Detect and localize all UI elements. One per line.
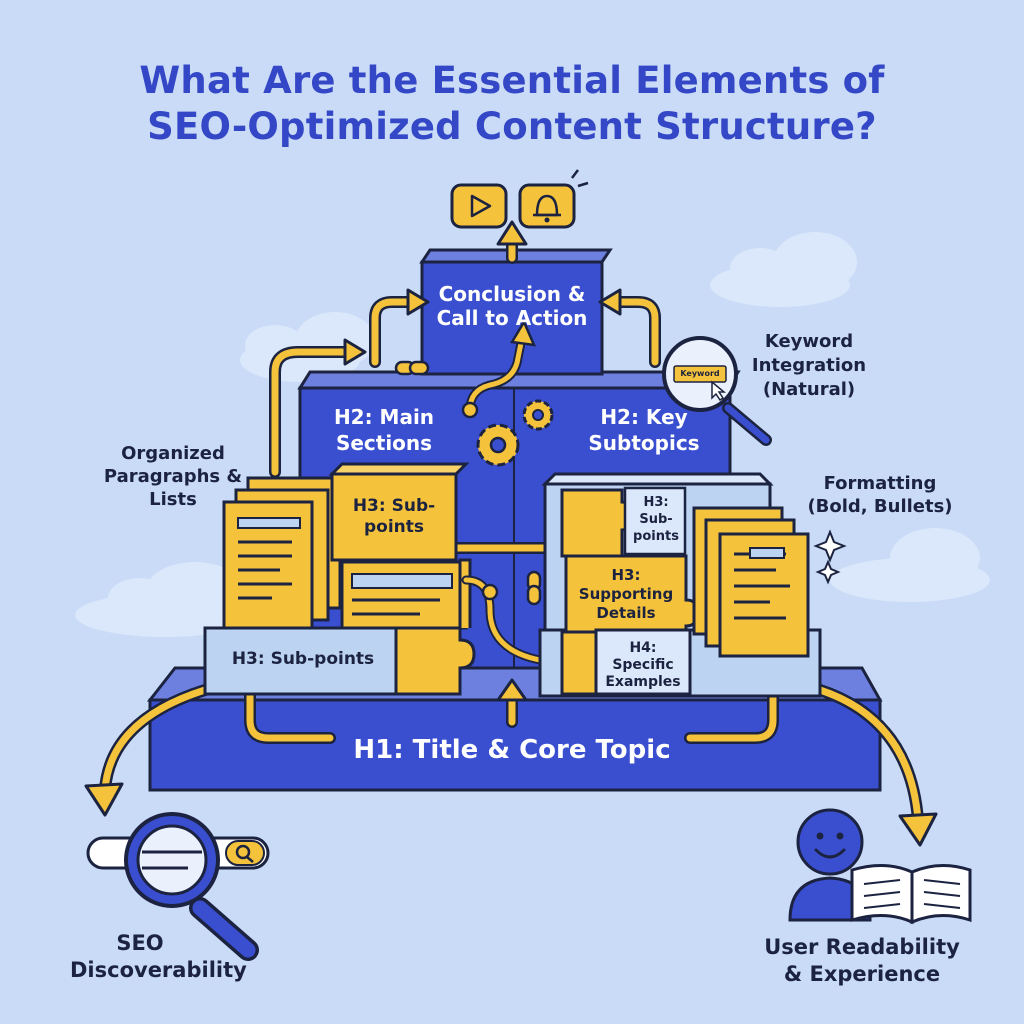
conclusion-label: Conclusion & Call to Action (436, 282, 588, 330)
keyword-integration-label: Keyword Integration (Natural) (751, 331, 867, 400)
h2-key-label: H2: Key Subtopics (588, 405, 700, 455)
cloud-icon (75, 232, 990, 637)
play-icon (450, 183, 508, 229)
page-title: What Are the Essential Elements of SEO-O… (0, 58, 1024, 150)
keyword-tag: Keyword (680, 369, 720, 378)
open-book-icon (850, 864, 972, 925)
title-line-1: What Are the Essential Elements of (139, 59, 885, 102)
formatting-label: Formatting (Bold, Bullets) (807, 473, 953, 517)
bell-icon (518, 169, 589, 229)
gear-icon (476, 399, 554, 467)
magnifier-icon (662, 336, 772, 446)
h3-subpoints-top-label: H3: Sub-points (352, 496, 436, 537)
h3-supporting-label: H3: Supporting Details (578, 566, 674, 622)
h3-subpoints-bottom-label: H3: Sub-points (231, 649, 375, 669)
h1-title-label: H1: Title & Core Topic (353, 735, 671, 765)
h3-box-top (328, 462, 470, 562)
h3-subpoints-right-label: H3: Sub-points (633, 495, 679, 544)
conclusion-block (419, 248, 613, 376)
h3-subpoints-bar (203, 626, 407, 696)
right-document-icon (692, 506, 810, 658)
h2-main-label: H2: Main Sections (333, 405, 435, 455)
document-icon (222, 476, 342, 632)
puzzle-piece-icon (394, 558, 476, 696)
title-line-2: SEO-Optimized Content Structure? (147, 105, 877, 148)
search-bar-icon (86, 812, 270, 961)
h4-examples-label: H4: Specific Examples (605, 640, 681, 690)
user-readability-label: User Readability & Experience (764, 935, 960, 986)
seo-discoverability-label: SEO Discoverability (70, 931, 247, 982)
sparkle-icon (813, 529, 847, 585)
h3-box-middle (340, 560, 468, 630)
organized-paragraphs-label: Organized Paragraphs & Lists (103, 443, 243, 510)
